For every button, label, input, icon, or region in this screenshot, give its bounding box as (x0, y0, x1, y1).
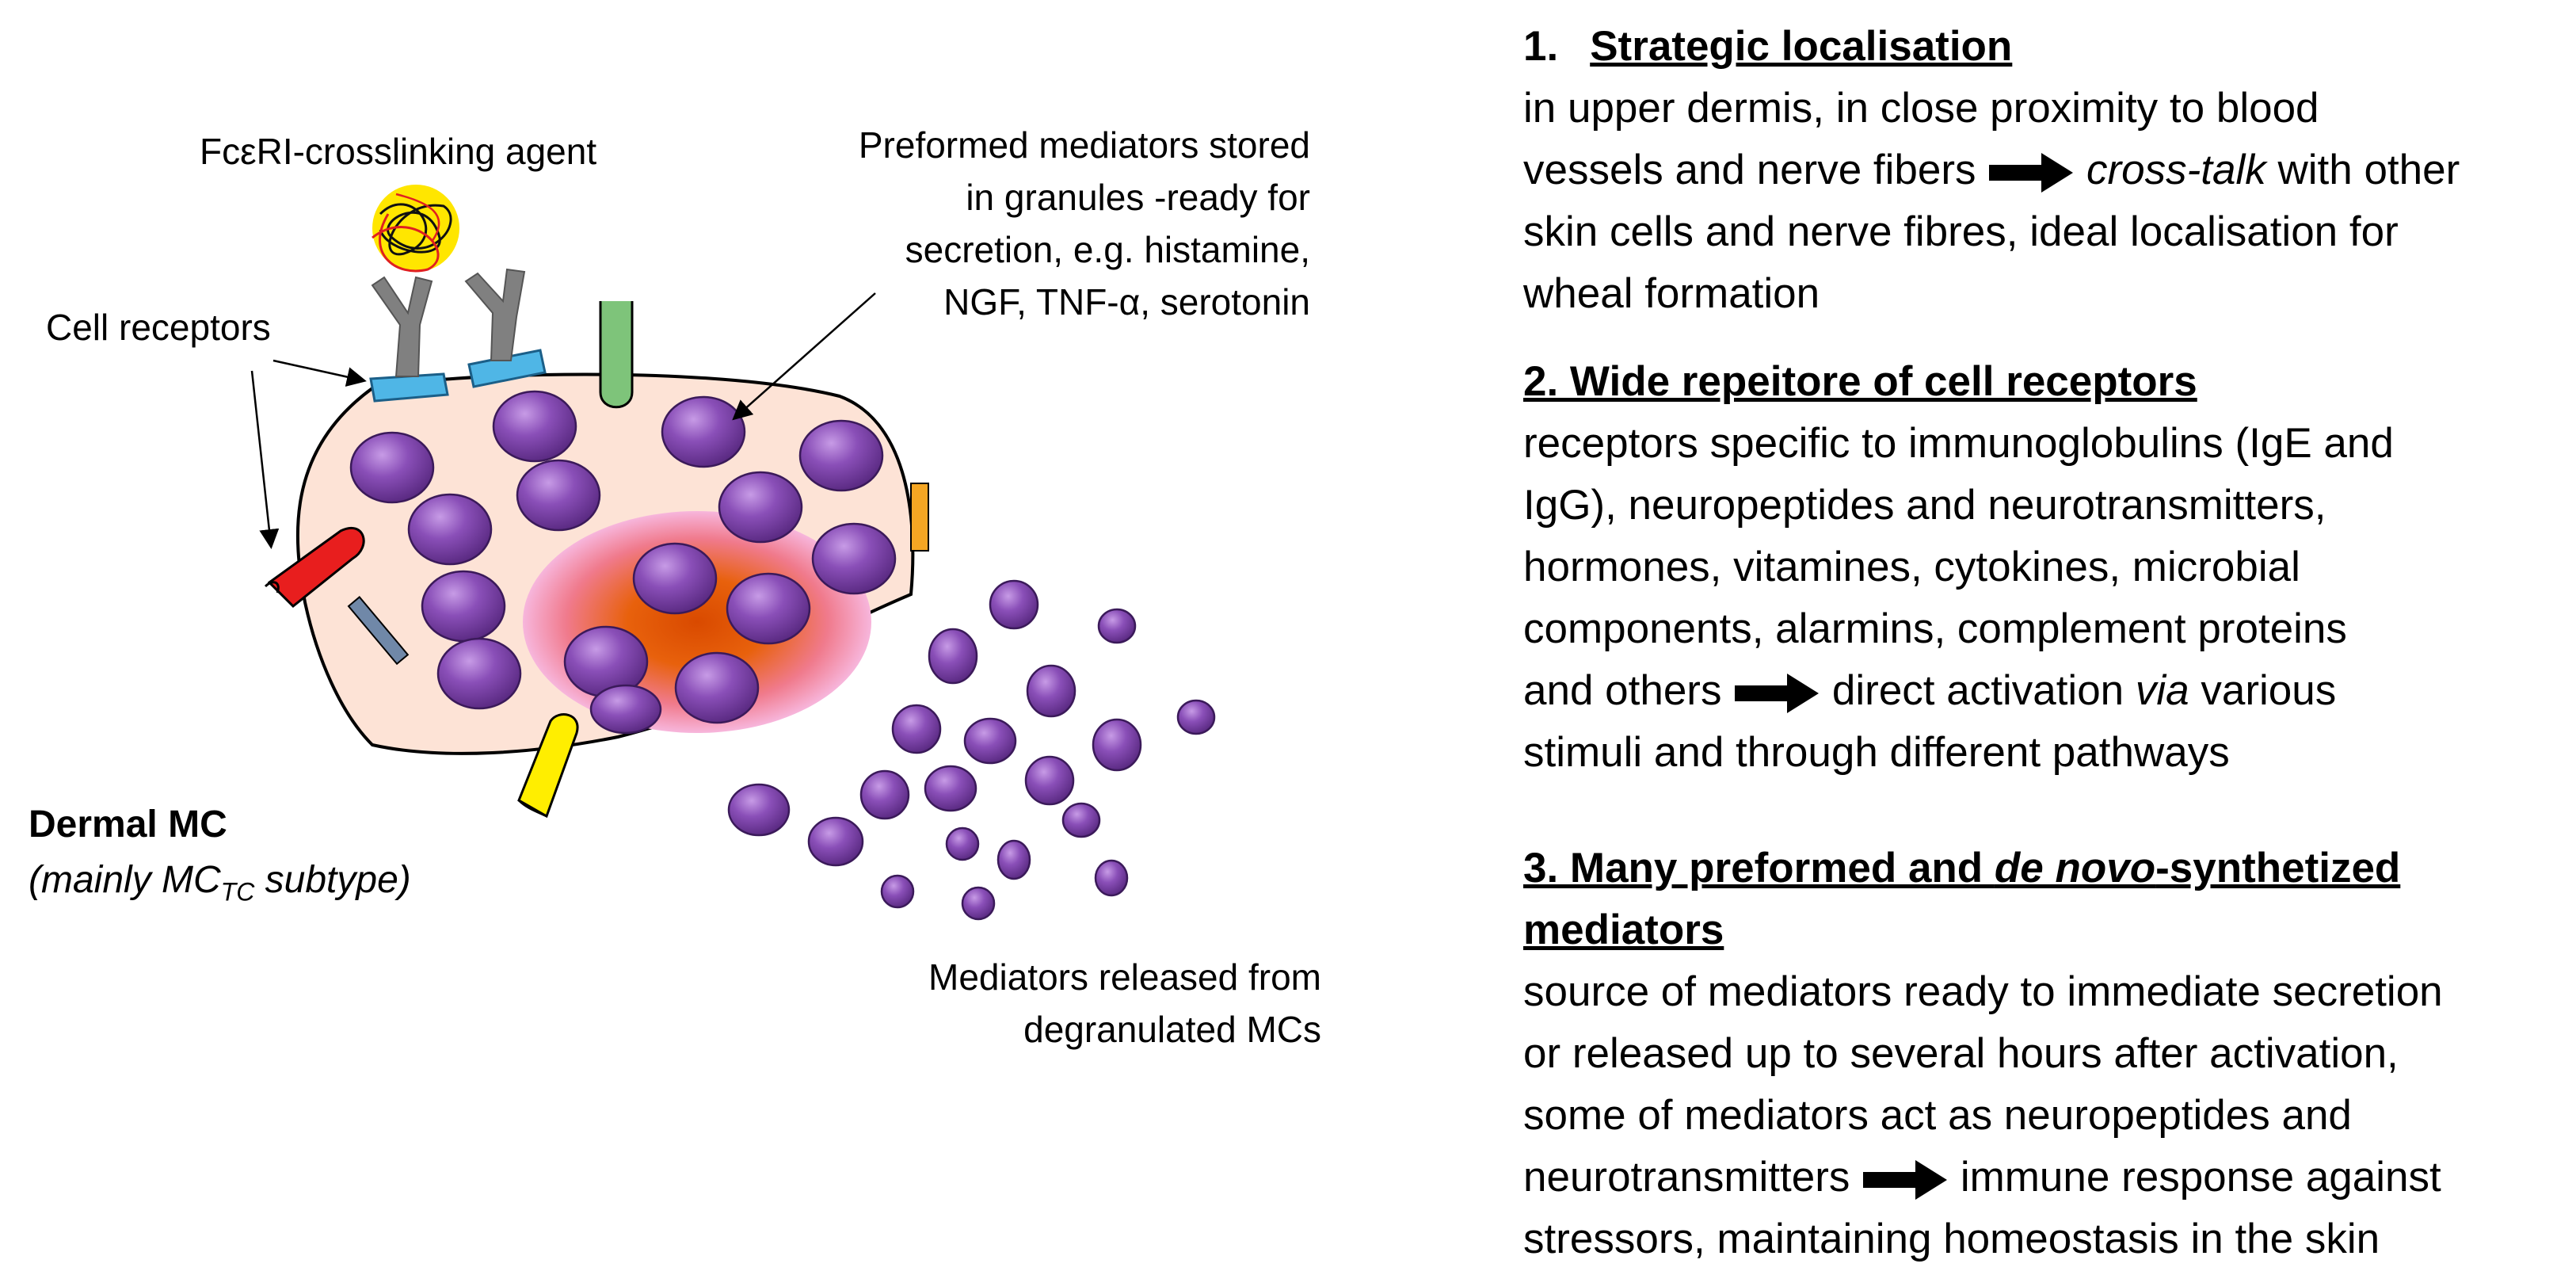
cross-talk-text: cross-talk (2086, 147, 2266, 193)
subtype-subscript: TC (220, 877, 255, 907)
point-2-line: stimuli and through different pathways (1523, 729, 2230, 776)
point-2-line: components, alarmins, complement protein… (1523, 605, 2347, 652)
point-1-line: vessels and nerve fibers cross-talk with… (1523, 139, 2460, 201)
released-line: degranulated MCs (1023, 1009, 1321, 1050)
point-3-line: stressors, maintaining homeostasis in th… (1523, 1216, 2380, 1262)
point-1-heading: 1. Strategic localisation (1523, 16, 2460, 78)
subtype-suffix: subtype) (254, 859, 411, 901)
crosslinking-agent-label: FcεRI-crosslinking agent (200, 131, 597, 172)
point-1-number: 1. (1523, 23, 1559, 70)
fc-receptor-right (467, 349, 547, 388)
point-3-line: neurotransmitters immune response agains… (1523, 1147, 2443, 1208)
point-2-line: receptors specific to immunoglobulins (I… (1523, 420, 2394, 467)
point-3: 3. Many preformed and de novo-synthetize… (1523, 838, 2443, 1270)
released-granules (727, 579, 1216, 921)
point-3-text: immune response against (1949, 1154, 2441, 1201)
point-1-line: in upper dermis, in close proximity to b… (1523, 85, 2319, 132)
receptor-orange (910, 483, 929, 552)
point-1-line: skin cells and nerve fibres, ideal local… (1523, 208, 2399, 255)
crosslinking-agent-icon (372, 185, 459, 273)
receptor-yellow (517, 713, 579, 819)
point-1-text: with other (2265, 147, 2460, 193)
receptor-red (264, 526, 365, 609)
subtype-label: (mainly MCTC subtype) (29, 854, 411, 918)
fc-receptor-left (369, 372, 449, 403)
point-2-text: and others (1523, 667, 1722, 714)
pointer-lines (250, 292, 876, 549)
point-1: 1. Strategic localisation in upper dermis… (1523, 16, 2460, 325)
point-3-line: source of mediators ready to immediate s… (1523, 968, 2443, 1015)
de-novo-text: de novo (1994, 845, 2156, 891)
preformed-line: secretion, e.g. histamine, (905, 229, 1310, 270)
point-2-line: and others direct activation via various (1523, 660, 2394, 722)
preformed-mediators-label: Preformed mediators stored in granules -… (859, 119, 1310, 328)
point-1-text: vessels and nerve fibers (1523, 147, 1976, 193)
dermal-mc-label: Dermal MC (29, 804, 227, 846)
released-mediators-label: Mediators released from degranulated MCs (928, 951, 1321, 1056)
point-3-heading-a: 3. Many preformed and (1523, 845, 1995, 891)
point-3-line: or released up to several hours after ac… (1523, 1030, 2399, 1077)
right-arrow-icon (1989, 153, 2074, 193)
subtype-prefix: (mainly MC (29, 859, 221, 901)
granules-inside (349, 390, 897, 735)
point-2-line: hormones, vitamines, cytokines, microbia… (1523, 544, 2300, 590)
point-1-title: Strategic localisation (1590, 23, 2013, 70)
preformed-line: NGF, TNF-α, serotonin (943, 281, 1310, 323)
right-arrow-icon (1735, 674, 1820, 713)
preformed-line: in granules -ready for (966, 177, 1310, 218)
via-text: via (2135, 667, 2189, 714)
receptor-green (599, 301, 634, 409)
point-2: 2. Wide repeitore of cell receptors rece… (1523, 351, 2394, 784)
point-2-text: various (2189, 667, 2337, 714)
point-3-heading: 3. Many preformed and de novo-synthetize… (1523, 838, 2443, 899)
cell-receptors-label: Cell receptors (46, 307, 271, 348)
point-1-line: wheal formation (1523, 270, 1820, 317)
receptor-slate (347, 596, 410, 666)
point-3-line: some of mediators act as neuropeptides a… (1523, 1092, 2352, 1139)
point-3-text: neurotransmitters (1523, 1154, 1850, 1201)
point-2-line: IgG), neuropeptides and neurotransmitter… (1523, 482, 2326, 529)
ige-antibodies (371, 268, 526, 377)
preformed-line: Preformed mediators stored (858, 124, 1310, 166)
released-line: Mediators released from (928, 956, 1321, 998)
right-arrow-icon (1863, 1160, 1948, 1200)
point-2-text: direct activation (1820, 667, 2136, 714)
point-3-heading-d: mediators (1523, 907, 1724, 953)
point-3-heading-c: -synthetized (2155, 845, 2401, 891)
point-2-heading: 2. Wide repeitore of cell receptors (1523, 358, 2197, 405)
